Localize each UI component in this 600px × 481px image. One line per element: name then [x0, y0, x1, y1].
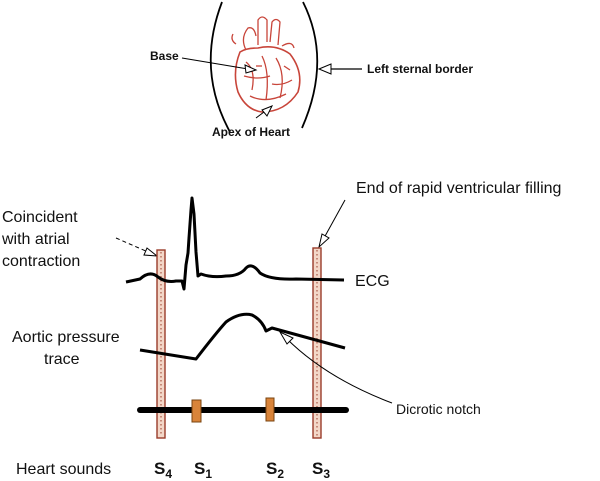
aortic-pressure-label-line1: Aortic pressure — [12, 329, 120, 346]
coincident-label-line1: Coincident — [2, 209, 78, 226]
left-sternal-border-arrow — [317, 63, 362, 75]
heart-sounds-label: Heart sounds — [16, 461, 111, 478]
sound-s3-label: S3 — [312, 459, 330, 481]
end-rapid-filling-label: End of rapid ventricular filling — [356, 180, 561, 197]
s4-timing-marker — [156, 249, 166, 439]
coincident-arrow — [115, 237, 159, 257]
aortic-pressure-label-line2: trace — [44, 351, 80, 368]
apex-arrow — [255, 105, 274, 119]
dicrotic-notch-label: Dicrotic notch — [396, 401, 481, 417]
apex-label: Apex of Heart — [212, 125, 290, 139]
s2-sound-block — [265, 397, 275, 422]
left-sternal-border-label: Left sternal border — [367, 62, 473, 76]
ecg-label: ECG — [355, 273, 390, 290]
s3-timing-marker — [312, 247, 322, 439]
sound-s1-label: S1 — [194, 459, 212, 481]
sound-s2-label: S2 — [266, 459, 284, 481]
dicrotic-notch-arrow — [278, 330, 393, 404]
base-arrow — [181, 57, 258, 74]
chest-outline — [209, 1, 319, 133]
ecg-trace — [125, 196, 345, 291]
aortic-pressure-trace — [139, 312, 346, 361]
base-label: Base — [150, 49, 179, 63]
sound-s4-label: S4 — [154, 459, 172, 481]
end-rapid-filling-arrow — [318, 199, 346, 249]
s1-sound-block — [191, 399, 202, 423]
heart-icon — [231, 16, 301, 113]
coincident-label-line2: with atrial — [1, 231, 70, 248]
coincident-label-line3: contraction — [2, 253, 80, 270]
